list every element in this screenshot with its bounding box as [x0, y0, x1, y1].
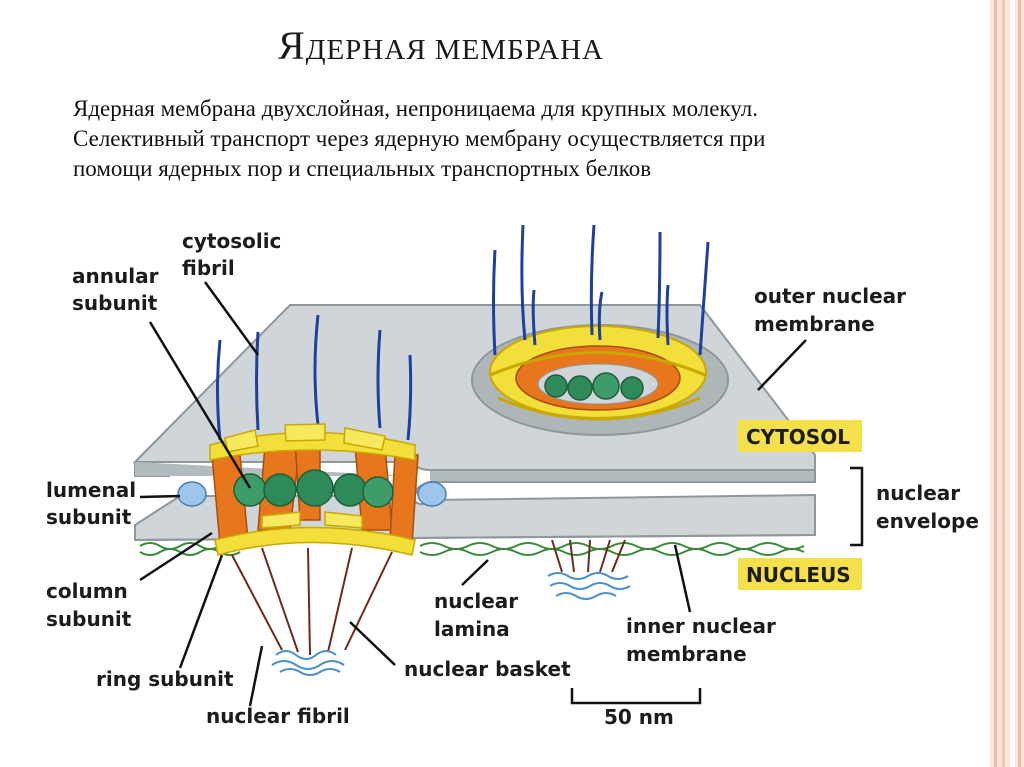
label-lumenal-subunit-2: subunit — [46, 505, 132, 529]
label-nuclear-basket: nuclear basket — [404, 657, 571, 681]
left-pore — [177, 423, 447, 556]
label-nuclear-lamina-2: lamina — [434, 617, 510, 641]
nucleus-box — [738, 558, 862, 590]
label-column-subunit-1: column — [46, 579, 128, 603]
title-first-letter: Я — [278, 23, 306, 68]
label-inner-nuclear-membrane-1: inner nuclear — [626, 614, 776, 638]
label-outer-nuclear-membrane-2: membrane — [754, 312, 875, 336]
label-nuclear-lamina-1: nuclear — [434, 589, 518, 613]
cytosol-box — [738, 420, 862, 452]
paragraph-line-3: помощи ядерных пор и специальных транспо… — [73, 156, 652, 181]
decorative-border — [980, 0, 1024, 767]
nuclear-basket-left — [231, 547, 393, 676]
label-cytosol: CYTOSOL — [746, 425, 850, 449]
cytosolic-fibrils-left — [216, 314, 413, 441]
label-nuclear-envelope-2: envelope — [876, 509, 979, 533]
nuclear-basket-right — [547, 539, 631, 600]
slide-paragraph: Ядерная мембрана двухслойная, непроницае… — [73, 94, 953, 184]
label-column-subunit-2: subunit — [46, 607, 132, 631]
label-lumenal-subunit-1: lumenal — [46, 478, 136, 502]
right-pore — [471, 224, 729, 436]
label-outer-nuclear-membrane-1: outer nuclear — [754, 284, 906, 308]
label-annular-subunit-1: annular — [72, 264, 159, 288]
leader-lines — [139, 281, 864, 707]
label-annular-subunit-2: subunit — [72, 291, 158, 315]
paragraph-line-1: Ядерная мембрана двухслойная, непроницае… — [73, 96, 759, 121]
label-nuclear-fibril: nuclear fibril — [206, 704, 350, 728]
label-inner-nuclear-membrane-2: membrane — [626, 642, 747, 666]
label-cytosolic-fibril-1: cytosolic — [182, 229, 281, 253]
title-rest: ДЕРНАЯ МЕМБРАНА — [305, 34, 604, 66]
label-nucleus: NUCLEUS — [746, 563, 851, 587]
label-nuclear-envelope-1: nuclear — [876, 481, 960, 505]
label-cytosolic-fibril-2: fibril — [182, 256, 235, 280]
nuclear-pore-diagram: cytosolic fibril annular subunit outer n… — [46, 224, 979, 729]
slide-title: ЯДЕРНАЯ МЕМБРАНА — [278, 22, 604, 69]
label-ring-subunit: ring subunit — [96, 667, 234, 691]
label-scale-bar: 50 nm — [604, 705, 674, 729]
paragraph-line-2: Селективный транспорт через ядерную мемб… — [73, 126, 766, 151]
